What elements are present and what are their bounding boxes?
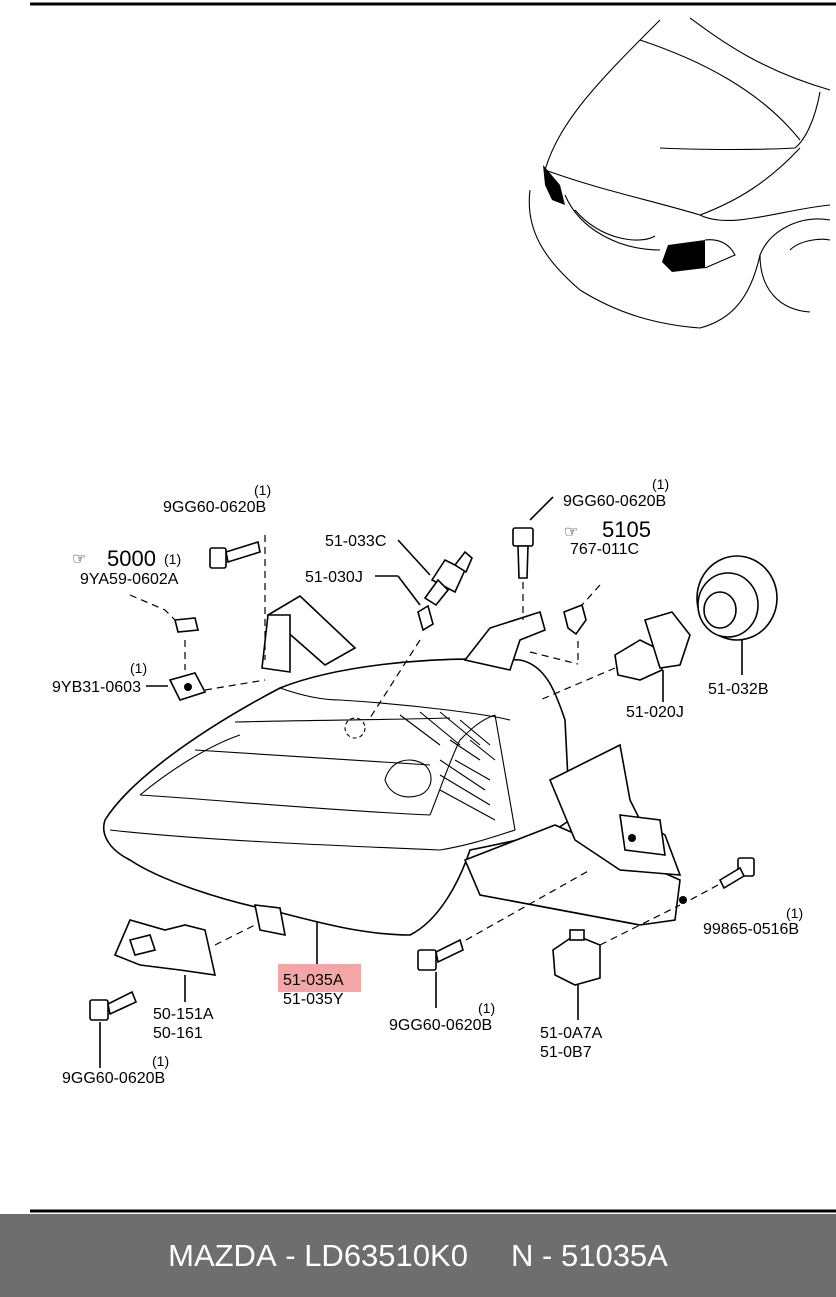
label-bolt-bottom-left: 9GG60-0620B [62,1070,165,1087]
label-51-035a: 51-035A [283,972,344,989]
label-ref-5000-qty: (1) [164,551,181,567]
lens-hatching [399,711,496,821]
label-51-0b7: 51-0B7 [540,1044,592,1061]
label-bolt-bottom-mid: 9GG60-0620B [389,1017,492,1034]
right-headlamp-shade [662,240,705,272]
bolt-bottom-mid-drawing [417,869,591,1008]
headlamp-assembly [103,595,687,937]
clip-9ya59-drawing [129,594,200,670]
bracket-50-151a-drawing [113,919,256,1002]
label-9yb31: 9YB31-0603 [52,679,141,696]
footer-n-number: 51035A [560,1237,668,1273]
clip-767-011c-drawing [529,584,601,665]
footer-separator: - [276,1237,305,1273]
label-bolt-top-right: 9GG60-0620B [563,493,666,510]
bulb-51-020j-drawing [539,611,691,702]
footer-n-prefix: N [511,1237,534,1273]
footer-bar: MAZDA - LD63510K0 N - 51035A [0,1214,836,1297]
car-front-inset [528,17,831,329]
screw-99865-drawing [689,857,755,901]
bolt-top-right-drawing [512,496,554,620]
label-50-161: 50-161 [153,1025,203,1042]
label-bolt-bottom-left-qty: (1) [152,1053,169,1069]
connector-51-0a7a-drawing [552,904,681,1020]
label-51-030j: 51-030J [305,569,363,586]
label-51-020j: 51-020J [626,704,684,721]
clip-symbol-icon: ☞ [72,551,86,568]
bolt-top-left-drawing [209,535,266,660]
clip-symbol-icon-2: ☞ [564,524,578,541]
label-9yb31-qty: (1) [130,660,147,676]
label-bolt-bottom-mid-qty: (1) [478,1000,495,1016]
label-51-035y: 51-035Y [283,991,344,1008]
label-99865: 99865-0516B [703,921,799,938]
labels: (1) 9GG60-0620B ☞ 5000 (1) 9YA59-0602A (… [52,476,803,1087]
cap-51-032b-drawing [696,555,778,675]
label-9ya59: 9YA59-0602A [80,571,179,588]
label-ref-5000: 5000 [107,546,156,571]
highlight-box [278,964,361,992]
label-ref-5105: 5105 [602,517,651,542]
label-51-0a7a: 51-0A7A [540,1025,603,1042]
bulb-51-033c-drawing [397,539,473,607]
label-bolt-top-right-qty: (1) [652,476,669,492]
label-51-032b: 51-032B [708,681,769,698]
footer-brand: MAZDA [168,1237,277,1273]
footer-separator-2: - [533,1237,561,1273]
footer-gap [468,1238,511,1274]
label-767-011c: 767-011C [570,541,639,558]
bolt-bottom-left-drawing [89,990,138,1068]
label-50-151a: 50-151A [153,1006,214,1023]
label-bolt-top-left-qty: (1) [254,482,271,498]
label-bolt-top-left: 9GG60-0620B [163,499,266,516]
left-headlamp-shade [543,165,565,205]
footer-part-number: LD63510K0 [304,1237,468,1273]
label-99865-qty: (1) [786,905,803,921]
socket-51-030j-drawing [369,575,434,719]
label-51-033c: 51-033C [325,533,386,550]
nut-9yb31-drawing [168,672,266,701]
